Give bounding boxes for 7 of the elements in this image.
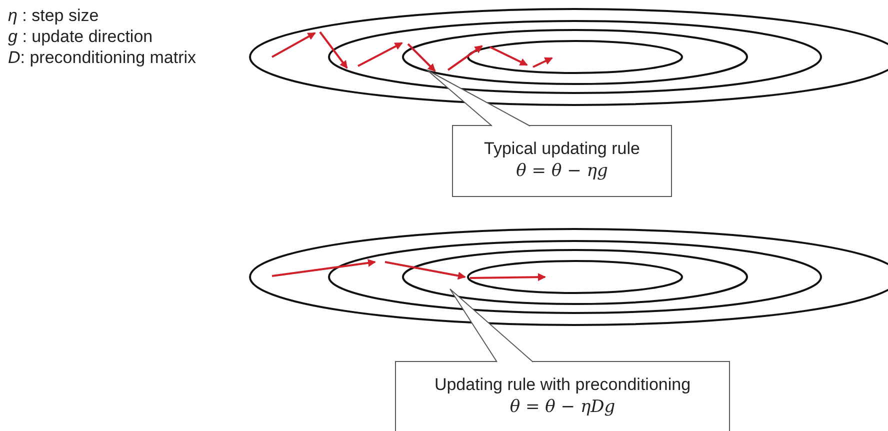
symbol-definition: η : step size: [8, 6, 99, 26]
update-formula: θ = θ − ηg: [515, 160, 609, 182]
callout-title: Typical updating rule: [483, 138, 641, 160]
callout-title: Updating rule with preconditioning: [433, 374, 692, 396]
update-formula: θ = θ − ηDg: [508, 396, 616, 418]
symbol-definition: g : update direction: [8, 27, 153, 47]
symbol-definition: D: preconditioning matrix: [8, 48, 196, 68]
